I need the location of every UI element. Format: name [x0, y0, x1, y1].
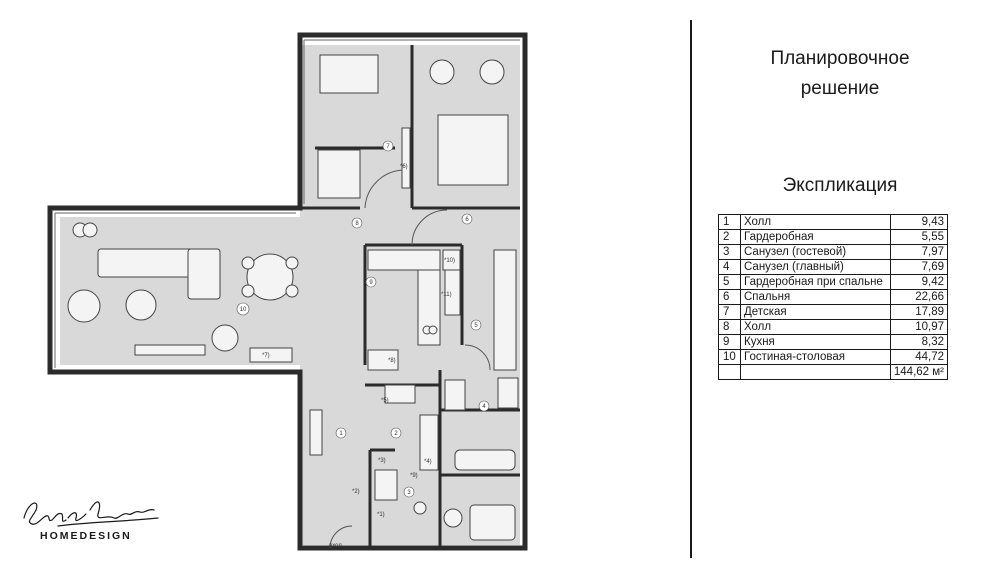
- room-number: 2: [718, 229, 741, 245]
- total-area: 144,62 м²: [889, 364, 949, 380]
- title-line-2: решение: [800, 78, 880, 99]
- room-name: Спальня: [740, 289, 891, 305]
- marker-9: 9: [369, 280, 373, 286]
- signature-logo: [23, 501, 159, 527]
- room-area: 7,69: [889, 259, 949, 275]
- bedroom-furniture: [317, 54, 509, 199]
- room-area: 22,66: [889, 289, 949, 305]
- room-area: 5,55: [889, 229, 949, 245]
- room-name: Гардеробная при спальне: [740, 274, 891, 290]
- room-number: 10: [718, 349, 741, 365]
- marker-6: 6: [465, 217, 469, 223]
- marker-1: 1: [339, 431, 343, 437]
- room-name: Санузел (гостевой): [740, 244, 891, 260]
- entrance-label: вход: [329, 543, 342, 549]
- marker-3: 3: [407, 490, 411, 496]
- empty-cell: [718, 364, 741, 380]
- equip-3: *3): [378, 458, 386, 464]
- exterior-walls: [47, 32, 528, 551]
- brand-name: HOMEDESIGN: [40, 530, 132, 542]
- equip-11: *11): [441, 292, 452, 298]
- room-number: 5: [718, 274, 741, 290]
- equip-9: *9): [410, 473, 418, 479]
- room-number: 4: [718, 259, 741, 275]
- kitchen-furniture: [367, 249, 461, 371]
- floor-plan: 1 2 3 4 5 6 7 8 9 10 *1) *2) *3) *4) *5)…: [47, 32, 528, 551]
- equip-1: *1): [377, 512, 385, 518]
- explication-title: Экспликация: [782, 175, 898, 196]
- room-area: 17,89: [889, 304, 949, 320]
- vertical-divider: [690, 20, 692, 558]
- room-name: Холл: [740, 319, 891, 335]
- marker-7: 7: [386, 144, 390, 150]
- room-name: Холл: [740, 214, 891, 230]
- window-strips: [54, 39, 520, 368]
- room-markers: [236, 140, 490, 498]
- equip-4: *4): [424, 459, 432, 465]
- equip-2: *2): [352, 489, 360, 495]
- bath-furniture: [309, 249, 519, 541]
- room-number: 3: [718, 244, 741, 260]
- room-number: 1: [718, 214, 741, 230]
- equip-6: *6): [400, 164, 408, 170]
- page-title: Планировочное решение: [735, 44, 945, 104]
- marker-8: 8: [355, 221, 359, 227]
- room-marker-labels: 1 2 3 4 5 6 7 8 9 10: [240, 144, 487, 496]
- room-area: 9,43: [889, 214, 949, 230]
- living-room-furniture: [67, 222, 299, 363]
- marker-5: 5: [474, 323, 478, 329]
- equipment-markers: *1) *2) *3) *4) *5) *6) *7) *8) *9) *10)…: [262, 164, 455, 518]
- empty-cell: [740, 364, 891, 380]
- room-number: 7: [718, 304, 741, 320]
- room-number: 6: [718, 289, 741, 305]
- room-name: Санузел (главный): [740, 259, 891, 275]
- marker-4: 4: [482, 404, 486, 410]
- equip-7: *7): [262, 353, 270, 359]
- equip-5: *5): [381, 398, 389, 404]
- room-name: Кухня: [740, 334, 891, 350]
- room-name: Детская: [740, 304, 891, 320]
- room-area: 8,32: [889, 334, 949, 350]
- title-line-1: Планировочное: [770, 48, 910, 69]
- room-area: 10,97: [889, 319, 949, 335]
- doors: [329, 169, 491, 549]
- room-name: Гардеробная: [740, 229, 891, 245]
- equip-8: *8): [388, 358, 396, 364]
- equip-10: *10): [444, 258, 455, 264]
- marker-10: 10: [240, 307, 247, 313]
- room-area: 7,97: [889, 244, 949, 260]
- room-area: 44,72: [889, 349, 949, 365]
- room-number: 9: [718, 334, 741, 350]
- room-number: 8: [718, 319, 741, 335]
- table-total-row: 144,62 м²: [718, 364, 949, 380]
- marker-2: 2: [394, 431, 398, 437]
- room-area: 9,42: [889, 274, 949, 290]
- room-name: Гостиная-столовая: [740, 349, 891, 365]
